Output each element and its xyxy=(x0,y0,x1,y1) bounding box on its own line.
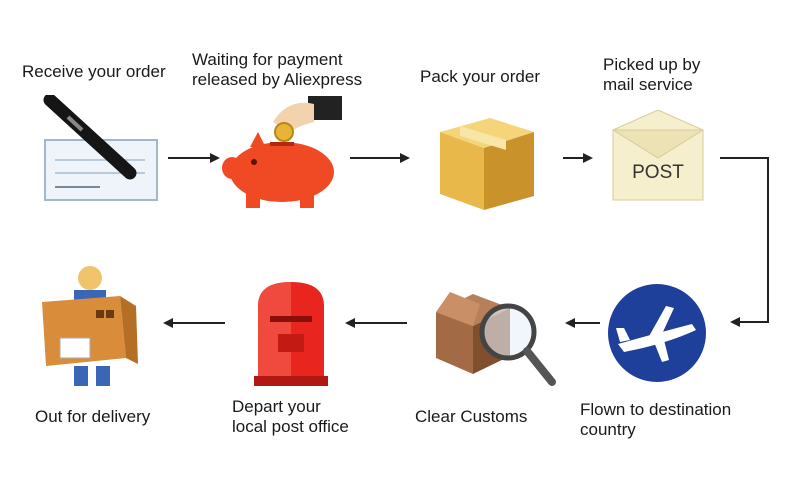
step-label-clear-customs: Clear Customs xyxy=(415,407,528,426)
magnifier-box-icon xyxy=(436,292,556,386)
courier-icon xyxy=(42,266,138,386)
arrow-3-to-4 xyxy=(563,153,593,163)
arrow-2-to-3 xyxy=(350,153,410,163)
pen-check-icon xyxy=(43,95,158,201)
arrow-4-to-5 xyxy=(720,157,769,327)
post-envelope-text: POST xyxy=(632,162,684,183)
arrow-7-to-8 xyxy=(163,318,225,328)
arrow-5-to-6 xyxy=(565,318,600,328)
step-label-pack-order: Pack your order xyxy=(420,67,540,86)
step-label-flown: Flown to destination country xyxy=(580,400,732,439)
step-label-out-for-delivery: Out for delivery xyxy=(35,407,151,426)
airplane-icon xyxy=(608,284,706,382)
post-envelope-icon: POST xyxy=(611,110,705,201)
arrow-6-to-7 xyxy=(345,318,407,328)
mailbox-icon xyxy=(254,282,328,386)
step-label-waiting-payment: Waiting for payment released by Aliexpre… xyxy=(192,50,363,89)
step-label-picked-up: Picked up by mail service xyxy=(603,55,701,94)
piggy-bank-icon xyxy=(222,96,342,208)
box-icon xyxy=(440,118,534,210)
step-label-depart-post-office: Depart your local post office xyxy=(232,397,349,436)
step-label-receive-order: Receive your order xyxy=(22,62,166,81)
arrow-1-to-2 xyxy=(168,153,220,163)
